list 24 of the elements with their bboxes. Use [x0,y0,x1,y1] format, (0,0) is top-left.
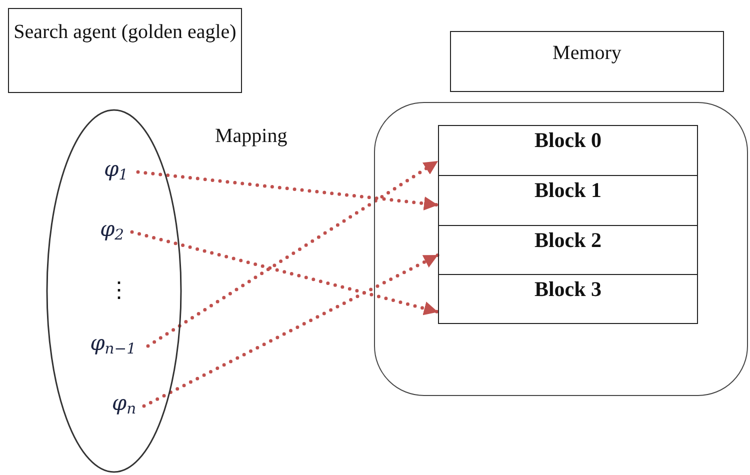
memory-block [438,175,698,226]
text-box [8,8,242,93]
variable-label: φ$_{1}$ [94,157,138,183]
block-label: Block 1 [533,178,603,203]
variable-label: φ$_{2}$ [92,217,132,243]
text-box [450,31,724,92]
block-label: Block 2 [533,228,603,253]
box-label: Memory [552,41,622,66]
memory-block [438,225,698,275]
dotted-arrow [142,253,440,408]
block-label: Block 3 [533,277,603,302]
memory-block [438,274,698,324]
dotted-arrow [130,230,440,316]
rounded-container [374,102,748,396]
memory-block [438,125,698,176]
box-label: Search agent (golden eagle) [12,20,238,45]
ellipse [46,109,182,473]
dotted-arrow [146,159,440,348]
ellipsis-label: ⋮ [108,277,130,303]
dotted-arrow [136,170,440,210]
variable-label: φ$_{n−1}$ [78,331,148,357]
heading-label: Mapping [215,125,288,148]
block-label: Block 0 [533,128,603,153]
variable-label: φ$_{n}$ [104,391,144,417]
